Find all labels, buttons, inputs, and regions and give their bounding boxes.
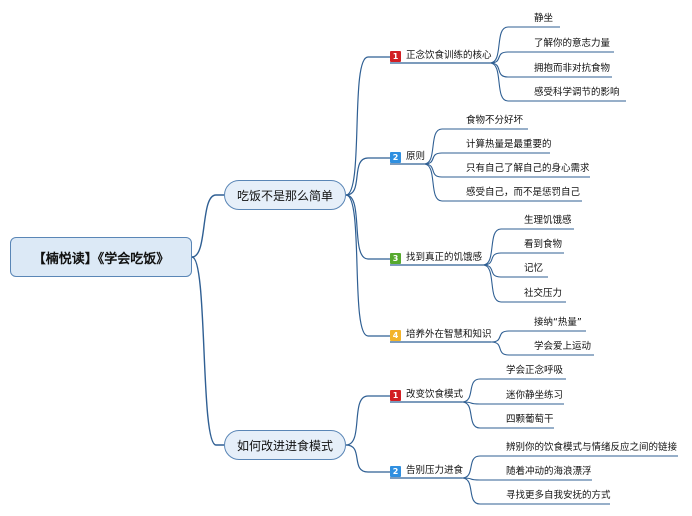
leaf-node[interactable]: 看到食物: [524, 239, 563, 250]
topic-node[interactable]: 4 培养外在智慧和知识: [390, 329, 492, 341]
root-branch-connector: [191, 256, 224, 446]
leaf-node[interactable]: 迷你静坐练习: [506, 390, 564, 401]
leaf-connector: [489, 51, 614, 64]
branch-sub-connector: [345, 157, 390, 196]
priority-badge: 2: [390, 465, 401, 477]
branch-node[interactable]: 吃饭不是那么简单: [224, 180, 346, 210]
topic-node[interactable]: 1 正念饮食训练的核心: [390, 50, 492, 62]
leaf-node[interactable]: 生理饥饿感: [524, 215, 572, 226]
branch-node[interactable]: 如何改进进食模式: [224, 430, 346, 460]
leaf-node[interactable]: 寻找更多自我安抚的方式: [506, 490, 611, 501]
topic-node[interactable]: 3 找到真正的饥饿感: [390, 252, 482, 264]
leaf-node[interactable]: 只有自己了解自己的身心需求: [466, 163, 590, 174]
branch-sub-connector: [345, 56, 390, 196]
leaf-connector: [461, 477, 592, 481]
leaf-connector: [482, 264, 566, 303]
leaf-connector: [461, 401, 554, 429]
leaf-connector: [423, 163, 582, 202]
leaf-connector: [423, 152, 550, 165]
leaf-connector: [461, 477, 610, 505]
leaf-node[interactable]: 计算热量是最重要的: [466, 139, 552, 150]
branch-sub-connector: [345, 395, 390, 446]
root-node[interactable]: 【楠悦读】《学会吃饭》: [10, 237, 192, 277]
leaf-connector: [461, 455, 678, 479]
leaf-node[interactable]: 学会爱上运动: [534, 341, 592, 352]
topic-node[interactable]: 1 改变饮食模式: [390, 389, 463, 401]
branch-sub-connector: [345, 194, 390, 260]
branch-sub-connector: [345, 194, 390, 337]
topic-label: 原则: [406, 151, 426, 162]
priority-badge: 1: [390, 50, 401, 62]
leaf-node[interactable]: 记忆: [524, 263, 544, 274]
topic-label: 培养外在智慧和知识: [406, 329, 492, 340]
topic-node[interactable]: 2 原则: [390, 151, 425, 163]
leaf-connector: [490, 330, 586, 343]
leaf-connector: [489, 62, 626, 102]
leaf-connector: [482, 228, 574, 266]
root-branch-connector: [191, 194, 224, 258]
leaf-node[interactable]: 辨别你的饮食模式与情绪反应之间的链接: [506, 442, 678, 453]
topic-label: 改变饮食模式: [406, 389, 464, 400]
leaf-connector: [461, 378, 566, 403]
leaf-node[interactable]: 学会正念呼吸: [506, 365, 564, 376]
leaf-node[interactable]: 接纳“热量”: [534, 317, 582, 328]
leaf-node[interactable]: 了解你的意志力量: [534, 38, 611, 49]
branch-sub-connector: [345, 444, 390, 473]
leaf-node[interactable]: 社交压力: [524, 288, 563, 299]
priority-badge: 2: [390, 151, 401, 163]
priority-badge: 1: [390, 389, 401, 401]
leaf-connector: [482, 252, 564, 266]
priority-badge: 4: [390, 329, 401, 341]
leaf-connector: [489, 26, 560, 64]
topic-label: 告别压力进食: [406, 465, 464, 476]
leaf-node[interactable]: 食物不分好坏: [466, 115, 524, 126]
leaf-connector: [423, 128, 528, 165]
leaf-connector: [490, 341, 594, 356]
leaf-node[interactable]: 四颗葡萄干: [506, 414, 554, 425]
leaf-node[interactable]: 拥抱而非对抗食物: [534, 63, 611, 74]
priority-badge: 3: [390, 252, 401, 264]
leaf-node[interactable]: 随着冲动的海浪漂浮: [506, 466, 592, 477]
topic-label: 找到真正的饥饿感: [406, 252, 483, 263]
topic-node[interactable]: 2 告别压力进食: [390, 465, 463, 477]
leaf-connector: [461, 401, 564, 405]
leaf-node[interactable]: 感受自己，而不是惩罚自己: [466, 187, 581, 198]
leaf-node[interactable]: 感受科学调节的影响: [534, 87, 620, 98]
topic-label: 正念饮食训练的核心: [406, 50, 492, 61]
leaf-node[interactable]: 静坐: [534, 13, 554, 24]
